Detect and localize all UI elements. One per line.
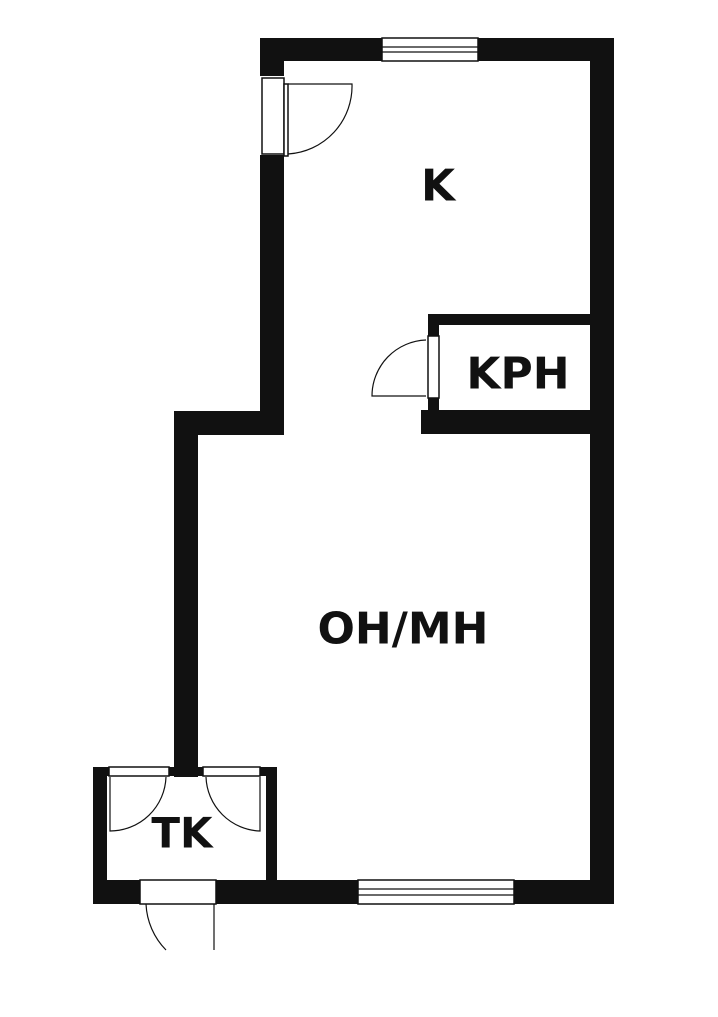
- room-label-living-bedroom: OH/MH: [318, 604, 489, 655]
- wall-right: [590, 38, 614, 904]
- wall-lower-left: [174, 411, 198, 777]
- porch-inner-door-right: [202, 766, 261, 832]
- wall-bathroom-left-top: [428, 314, 439, 336]
- kitchen-door: [261, 77, 353, 157]
- wall-top-left: [260, 38, 382, 61]
- room-labels: K KPH OH/MH TK: [151, 161, 569, 858]
- wall-porch-top-right: [260, 767, 277, 776]
- room-label-kitchen: K: [421, 161, 457, 212]
- window-bottom: [357, 879, 515, 905]
- porch-exterior-door: [139, 879, 217, 951]
- wall-porch-bottom-right: [216, 880, 278, 904]
- wall-porch-bottom-left: [93, 880, 140, 904]
- wall-bottom-right: [514, 880, 614, 904]
- walls: [93, 38, 614, 904]
- wall-upper-left-top: [260, 38, 284, 76]
- wall-porch-top-left: [93, 767, 109, 776]
- bathroom-door: [371, 335, 440, 399]
- wall-porch-right: [266, 767, 277, 904]
- doors: [108, 77, 440, 951]
- wall-top-right: [478, 38, 614, 61]
- room-label-bathroom: KPH: [466, 349, 569, 400]
- wall-porch-top-mid: [169, 767, 203, 776]
- wall-bathroom-top: [428, 314, 614, 325]
- windows: [357, 37, 515, 905]
- room-label-porch: TK: [151, 809, 214, 858]
- wall-upper-left: [260, 155, 284, 435]
- wall-porch-left: [93, 767, 107, 904]
- wall-bottom-left: [266, 880, 358, 904]
- porch-inner-door-left: [108, 766, 170, 832]
- wall-bathroom-bottom: [421, 410, 614, 434]
- window-top: [381, 37, 479, 62]
